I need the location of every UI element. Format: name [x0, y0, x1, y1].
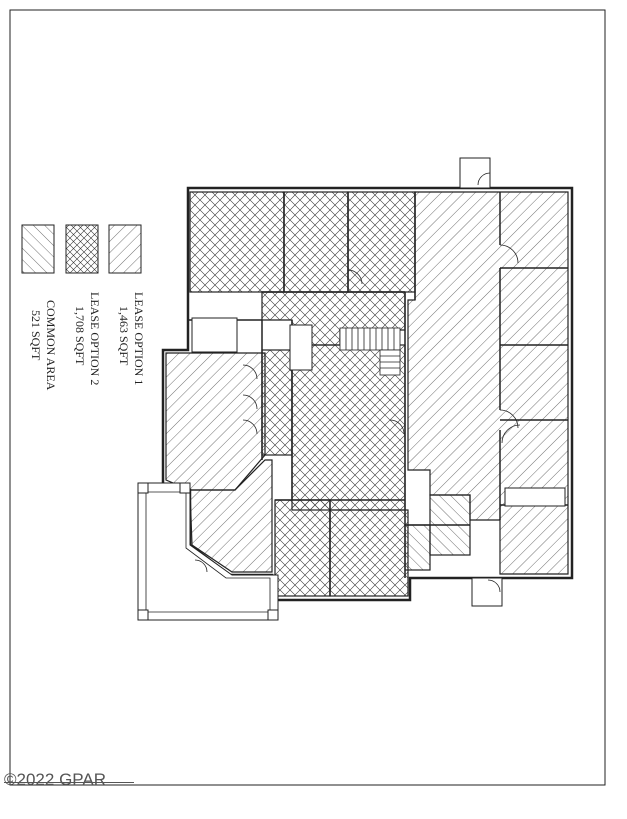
porch-column	[267, 609, 279, 621]
kitchenette	[504, 487, 566, 507]
lease-option-2-office-e	[329, 509, 409, 597]
legend-area-common-area: 521 SQFT	[29, 310, 43, 361]
porch-column	[179, 482, 191, 494]
front-entry	[471, 577, 503, 607]
legend-area-lease-option-1: 1,463 SQFT	[117, 306, 131, 366]
legend-label-lease-option-2: LEASE OPTION 2	[88, 292, 102, 385]
lease-option-2-office-d	[274, 499, 331, 597]
building	[137, 157, 574, 621]
rear-entry	[459, 157, 491, 189]
legend-swatch-common-area	[21, 224, 55, 274]
porch-column	[137, 609, 149, 621]
lease-option-2-office-c	[347, 191, 416, 293]
legend-swatch-lease-option-2	[65, 224, 99, 274]
common-area-restroom-a	[404, 524, 431, 571]
legend-swatch-lease-option-1	[108, 224, 142, 274]
legend	[21, 224, 142, 274]
mechanical-room	[289, 324, 313, 371]
porch-column	[137, 482, 149, 494]
lease-option-2-corridor	[261, 349, 293, 456]
legend-label-common-area: COMMON AREA	[44, 300, 58, 391]
legend-label-lease-option-1: LEASE OPTION 1	[132, 292, 146, 385]
legend-area-lease-option-2: 1,708 SQFT	[73, 306, 87, 366]
lease-option-1-porch-room	[189, 459, 273, 573]
drawing-border	[9, 9, 606, 786]
stairs	[339, 327, 401, 376]
watermark: ©2022 GPAR	[4, 770, 106, 789]
watermark-strike-line	[4, 782, 134, 783]
door-swings	[194, 172, 521, 593]
closet	[191, 317, 238, 353]
lease-option-2-office-b	[283, 191, 349, 293]
lease-option-2-office-a	[189, 191, 285, 293]
